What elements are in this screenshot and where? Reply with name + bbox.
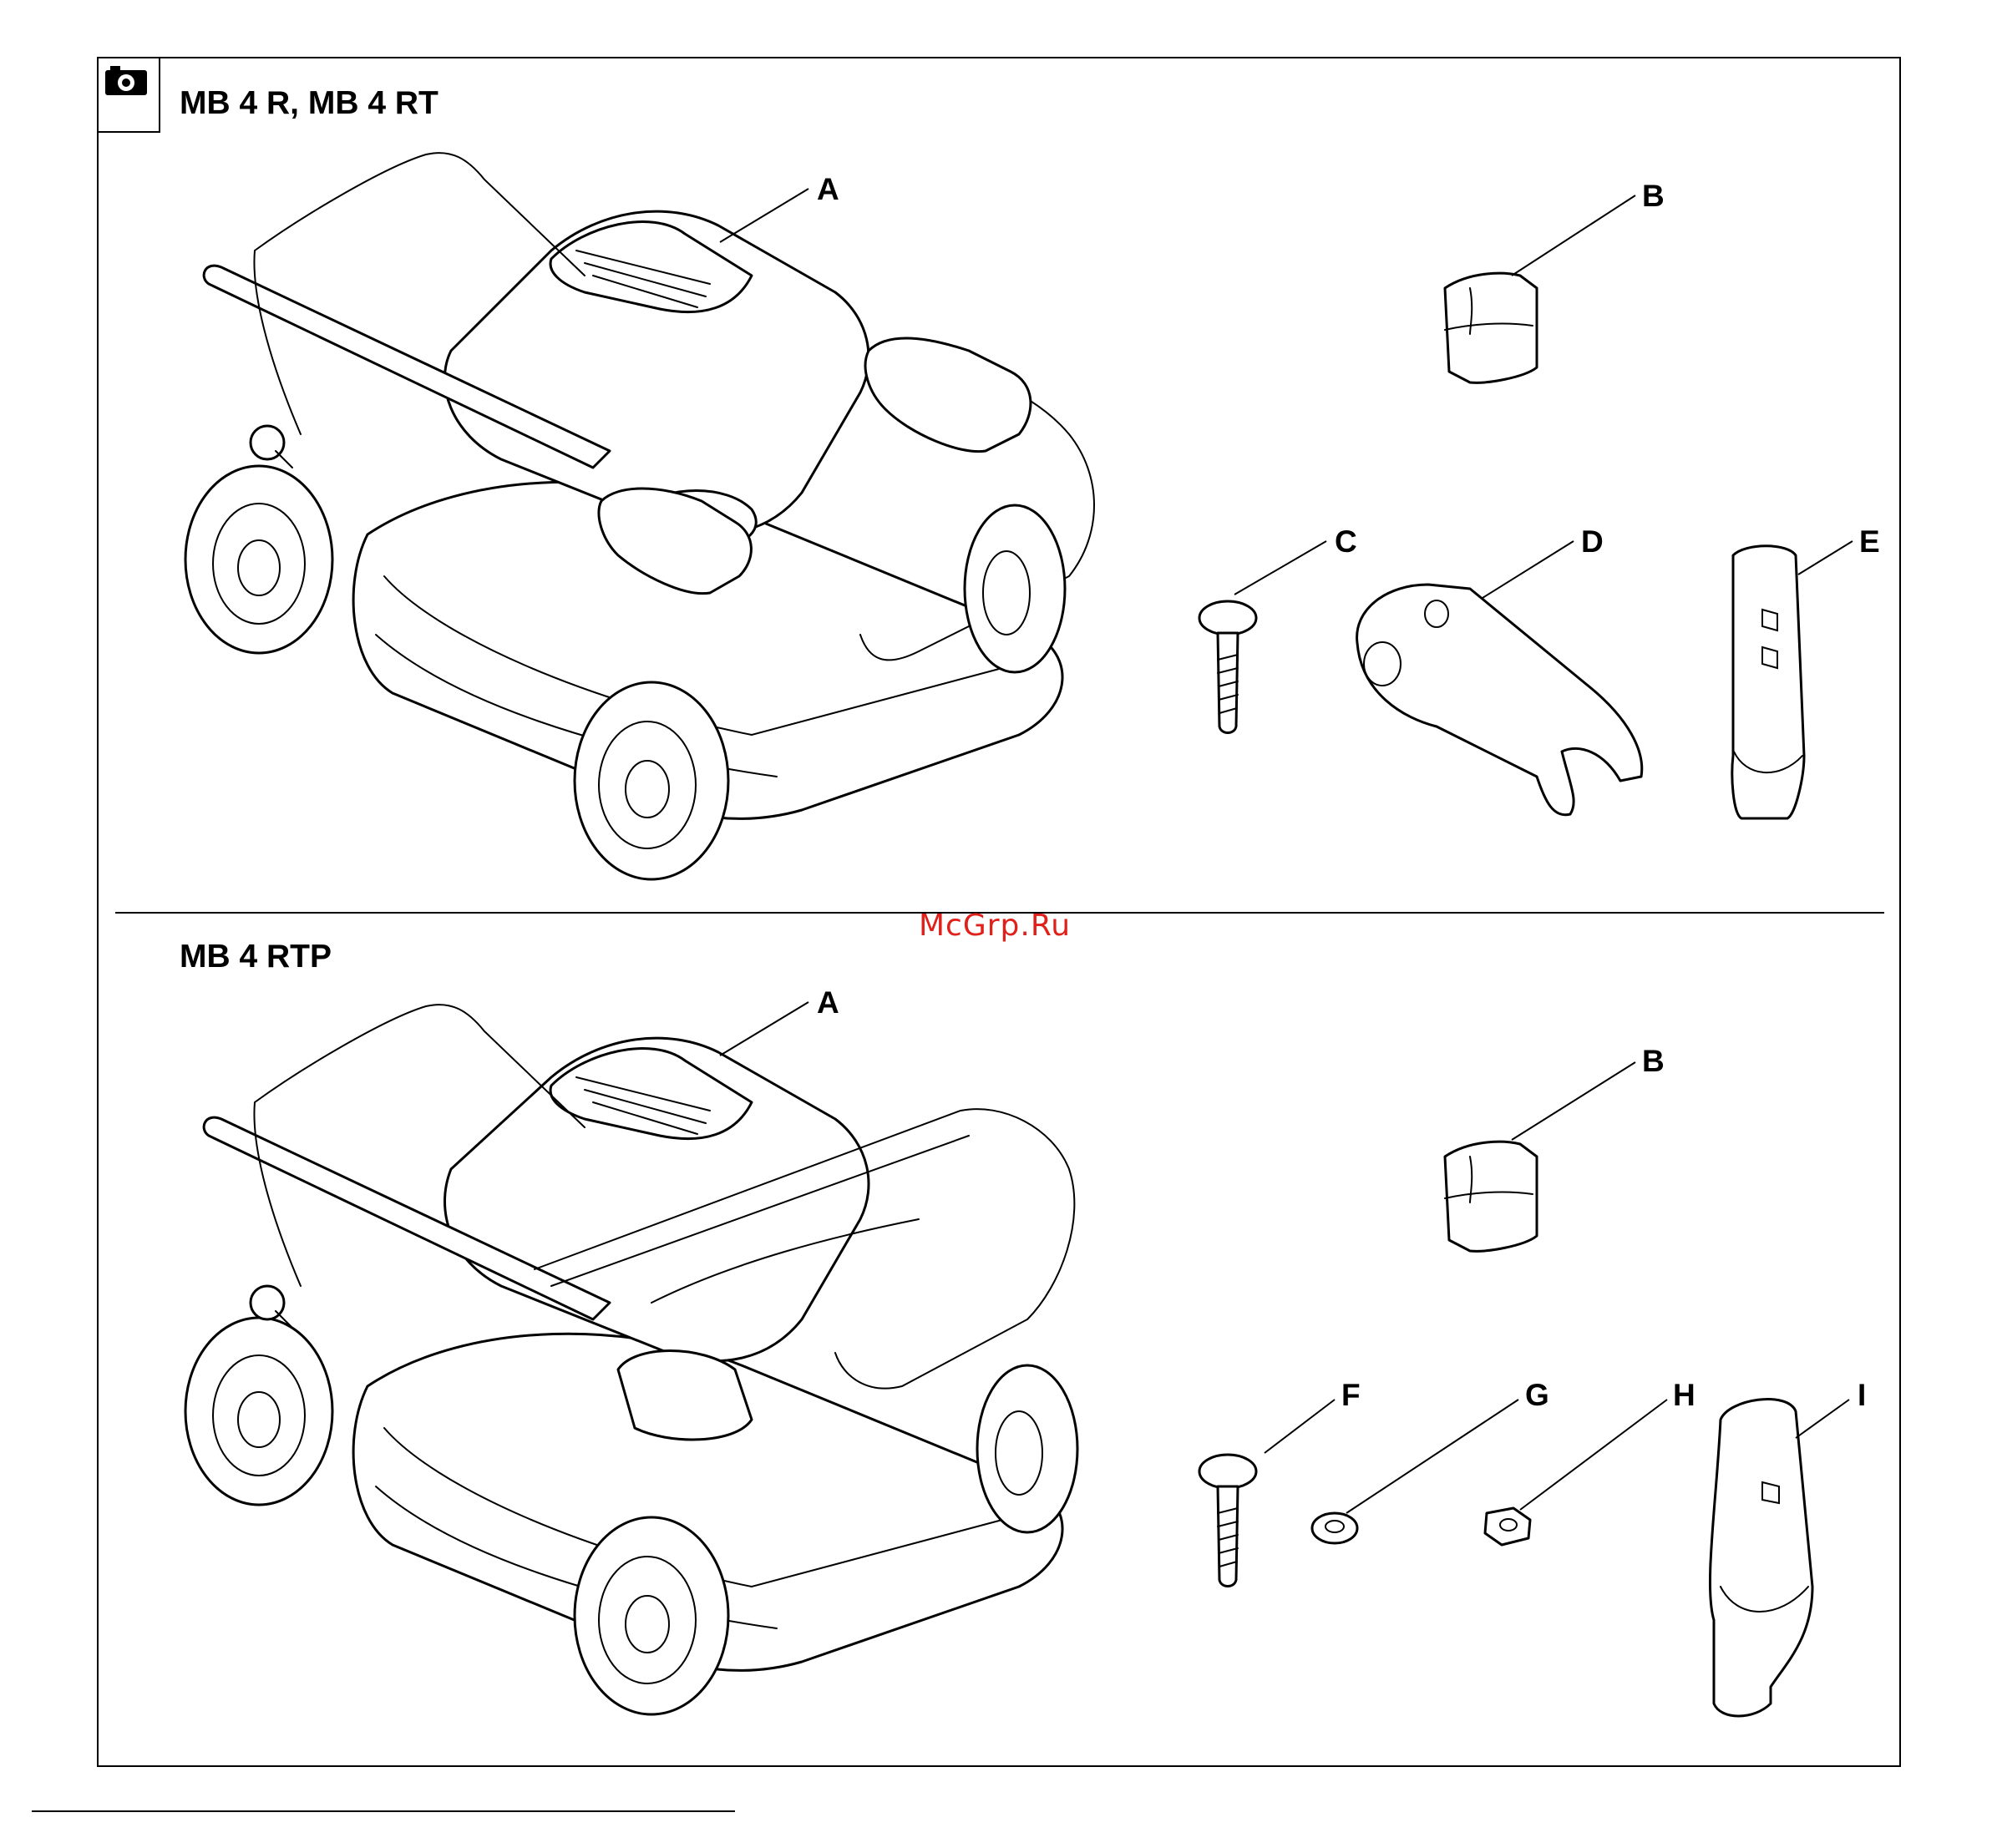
part-g-washer xyxy=(1312,1513,1357,1543)
part-d-bracket xyxy=(1357,585,1642,815)
mower-illustration-1 xyxy=(185,153,1094,879)
mower-illustration-2 xyxy=(185,1005,1077,1714)
part-b-clip-2 xyxy=(1445,1142,1537,1251)
part-e-sleeve xyxy=(1732,546,1804,818)
part-c-bolt xyxy=(1199,601,1256,733)
part-h-nut xyxy=(1485,1508,1530,1545)
part-f-bolt xyxy=(1199,1455,1256,1587)
footer-rule xyxy=(32,1810,735,1812)
part-b-clip-1 xyxy=(1445,273,1537,382)
part-i-sleeve xyxy=(1710,1400,1812,1716)
